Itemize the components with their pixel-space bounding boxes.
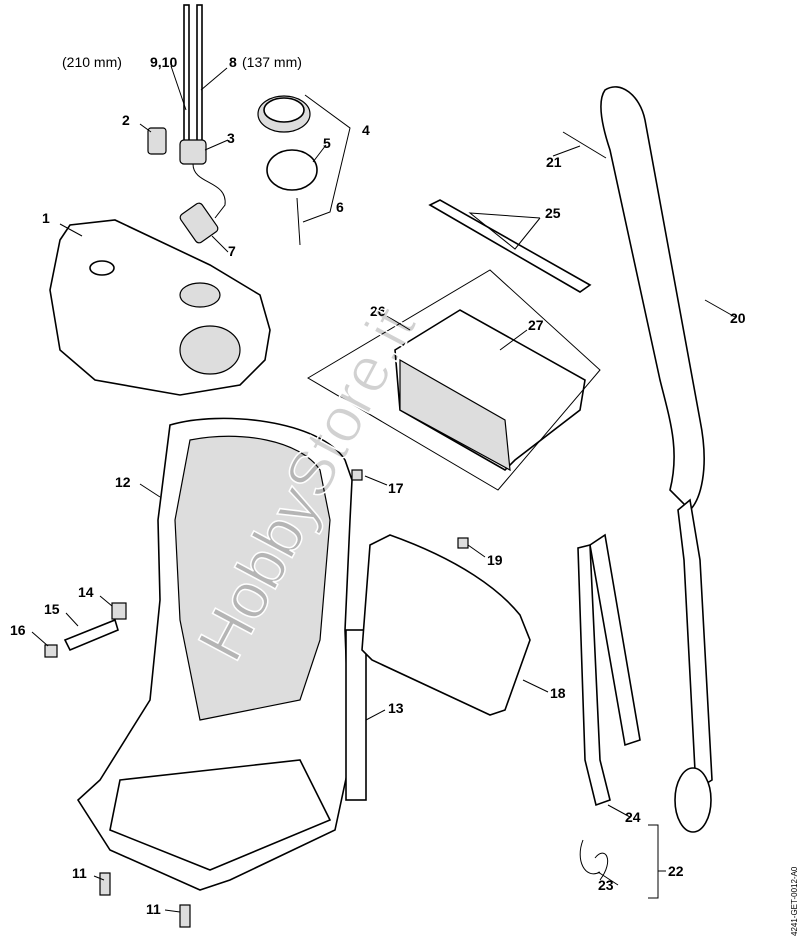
label-6: 6 [336,199,344,215]
label-23: 23 [598,877,614,893]
label-20: 20 [730,310,746,326]
fasteners [44,469,469,928]
label-12: 12 [115,474,131,490]
label-26: 26 [370,303,386,319]
label-21: 21 [546,154,562,170]
drawing-code: 4241-GET-0012-A0 [790,866,799,936]
part-21-pin [562,131,607,159]
part-20-shoulder-strap [600,86,713,833]
part-26-box [307,269,601,491]
length-label-137: (137 mm) [242,54,302,70]
leader-lines [31,65,736,913]
label-24: 24 [625,809,641,825]
label-5: 5 [323,135,331,151]
label-2: 2 [122,112,130,128]
length-label-210: (210 mm) [62,54,122,70]
label-11-upper: 11 [72,865,87,881]
part-23-hook [579,839,609,881]
part-7-filter [179,202,219,244]
part-25-bracket [428,199,592,293]
part-3-fitting [179,139,226,219]
label-16: 16 [10,622,26,638]
label-19: 19 [487,552,503,568]
label-8: 8 [229,54,237,70]
label-1: 1 [42,210,50,226]
tube-parts-8-9-10 [183,4,203,146]
label-4: 4 [362,122,370,138]
part-12-backplate [76,417,353,891]
part-24-lower-strap [577,533,641,807]
label-25: 25 [545,205,561,221]
label-17: 17 [388,480,404,496]
part-13-label [345,629,367,801]
part-2-valve [147,127,167,155]
part-labels: (210 mm) 9,10 8 (137 mm) 2 3 5 4 6 1 7 2… [10,54,746,917]
part-1-tank [49,219,271,396]
label-3: 3 [227,130,235,146]
part-4-cap [257,95,318,246]
label-18: 18 [550,685,566,701]
label-11-lower: 11 [146,901,161,917]
label-13: 13 [388,700,404,716]
part-18-back-pad [361,534,531,716]
label-27: 27 [528,317,544,333]
label-15: 15 [44,601,60,617]
label-14: 14 [78,584,94,600]
label-9-10: 9,10 [150,54,177,70]
label-22: 22 [668,863,684,879]
label-7: 7 [228,243,236,259]
